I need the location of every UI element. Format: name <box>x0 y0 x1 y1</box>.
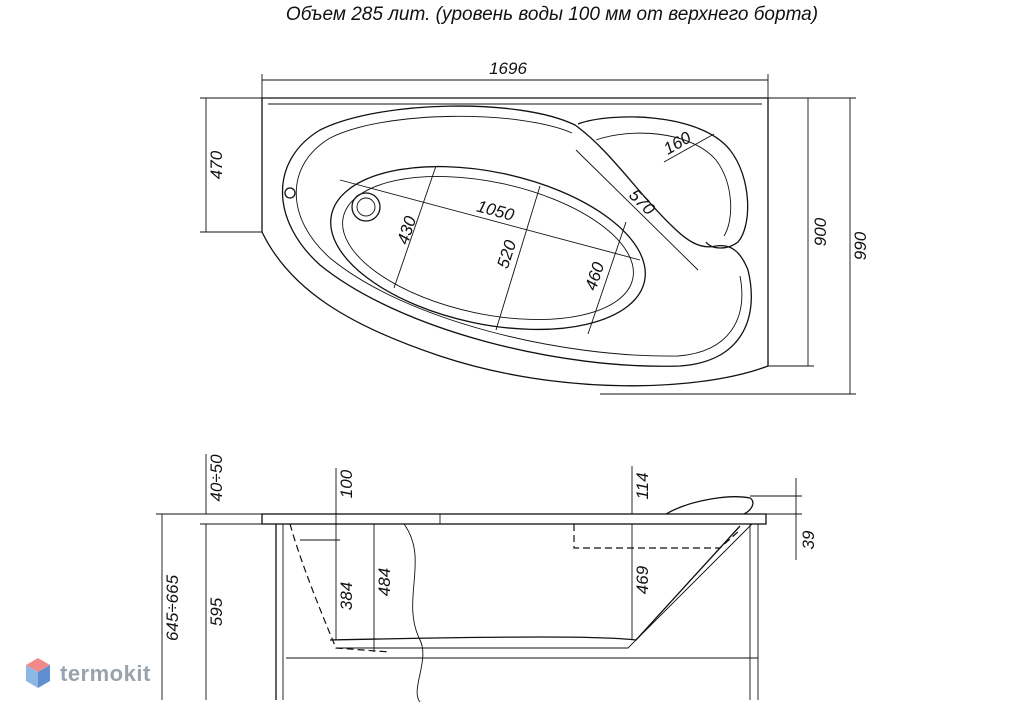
tub-bottom-inner <box>342 176 634 320</box>
dim-1050-label: 1050 <box>475 197 517 225</box>
overflow <box>284 187 296 199</box>
dim-469-label: 469 <box>633 565 652 594</box>
dim-114-label: 114 <box>633 472 652 499</box>
side-bowl-dashed <box>289 523 391 653</box>
dim-line-520 <box>495 185 541 331</box>
side-view: 645÷665 40÷50 595 100 384 484 114 469 <box>156 454 818 703</box>
headrest-inner <box>595 132 732 237</box>
tub-bottom <box>330 165 646 331</box>
dim-645-665-label: 645÷665 <box>163 574 182 641</box>
dim-484-label: 484 <box>375 568 394 596</box>
dim-line-430 <box>393 165 437 289</box>
tub-inner-bowl <box>281 105 752 367</box>
dim-384-label: 384 <box>337 582 356 610</box>
side-rim <box>261 513 767 525</box>
dim-595-label: 595 <box>207 597 226 626</box>
dim-40-50-label: 40÷50 <box>207 454 226 502</box>
dim-570-label: 570 <box>625 185 659 219</box>
tub-inner-bowl-offset <box>295 115 743 357</box>
side-headrest <box>665 496 754 515</box>
dim-line-570 <box>575 149 699 271</box>
dim-line-460 <box>587 221 627 335</box>
logo-text: termokit <box>60 661 151 686</box>
dim-100-label: 100 <box>337 469 356 498</box>
headrest-recess <box>573 524 741 549</box>
dim-430-label: 430 <box>393 213 420 246</box>
headrest <box>577 116 749 249</box>
volume-note: Объем 285 лит. (уровень воды 100 мм от в… <box>285 4 819 25</box>
dim-length-label: 1696 <box>489 59 527 78</box>
dim-line-160 <box>663 133 715 163</box>
cube-logo-icon <box>26 658 50 688</box>
side-bowl-inner <box>336 523 753 649</box>
tub-outer-rim <box>261 97 769 387</box>
dim-line-1050 <box>339 179 641 261</box>
dim-39-label: 39 <box>799 530 818 549</box>
dim-520-label: 520 <box>493 237 520 270</box>
side-bowl <box>329 525 741 641</box>
break-line <box>403 523 424 703</box>
top-view: 1696 470 900 990 1050 430 520 <box>200 59 870 395</box>
termokit-logo: termokit <box>24 656 151 692</box>
dim-900-label: 900 <box>811 217 830 246</box>
dim-990-label: 990 <box>851 231 870 260</box>
drain-inner <box>356 197 376 217</box>
dim-160-label: 160 <box>660 128 695 159</box>
dim-470-label: 470 <box>207 150 226 179</box>
drain-outer <box>351 192 381 222</box>
dim-460-label: 460 <box>581 259 608 292</box>
